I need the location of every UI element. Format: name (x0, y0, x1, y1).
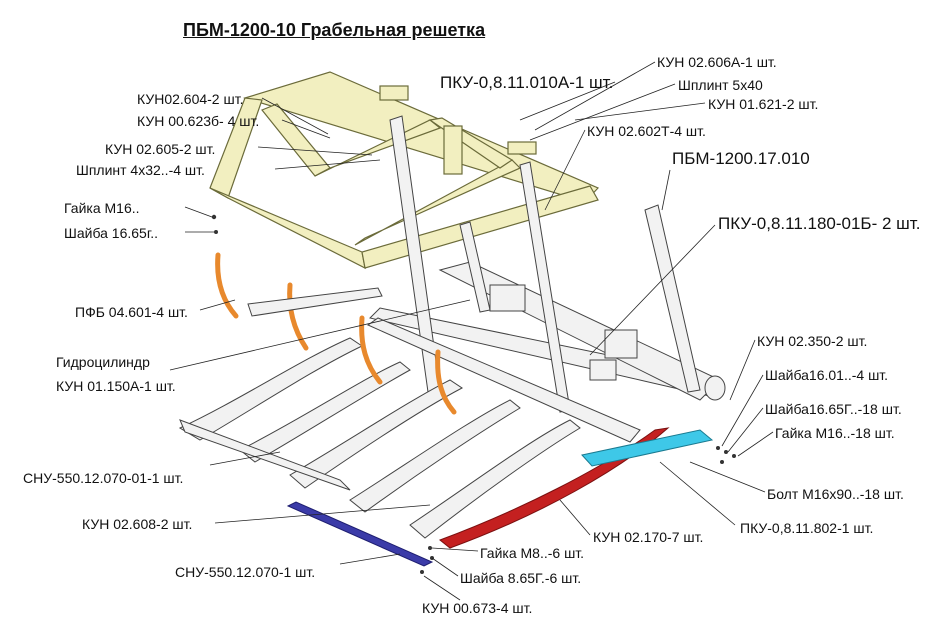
label-kun-02-605: КУН 02.605-2 шт. (105, 141, 216, 157)
label-bolt-m16x90: Болт М16х90..-18 шт. (767, 486, 904, 502)
label-gidro-1: Гидроцилиндр (56, 354, 150, 370)
leader-kun-02-604 (261, 97, 329, 135)
leader-kun-02-602t (544, 129, 586, 211)
frame-bracket (443, 125, 463, 175)
label-pku-8-11-010a: ПКУ-0,8.11.010А-1 шт. (440, 73, 614, 92)
leader-kun-02-350 (729, 339, 756, 401)
upright-right (644, 204, 701, 393)
leader-snu-550-01 (209, 451, 281, 466)
label-kun-00-673: КУН 00.673-4 шт. (422, 600, 533, 616)
hw-dot-1 (716, 446, 720, 450)
label-pku-8-11-180: ПКУ-0,8.11.180-01Б- 2 шт. (718, 214, 921, 233)
leader-gaika-m16 (184, 206, 213, 218)
frame-lug-2 (507, 141, 537, 155)
leader-gaika-m16-18 (737, 431, 774, 457)
leader-kun-01-621 (574, 102, 706, 121)
label-snu-550: СНУ-550.12.070-1 шт. (175, 564, 316, 580)
label-gaika-m16-18: Гайка М16..-18 шт. (775, 425, 895, 441)
label-shplint-5x40: Шплинт 5х40 (678, 77, 763, 93)
main-tube-end (704, 375, 726, 401)
rake-tine-4 (349, 399, 521, 513)
leader-pbm-1200-17-010 (661, 169, 671, 211)
label-gaika-m8: Гайка М8..-6 шт. (480, 545, 585, 561)
leader-shaiba-16-01 (721, 374, 764, 447)
label-snu-550-01: СНУ-550.12.070-01-1 шт. (23, 470, 184, 486)
leader-kun-02-605 (257, 146, 373, 156)
leader-pku-8-11-010a (519, 81, 616, 121)
frame-lug-1 (379, 85, 409, 101)
cylinder-mount-2 (604, 329, 638, 359)
hw-dot-4 (720, 460, 724, 464)
label-pku-8-11-802: ПКУ-0,8.11.802-1 шт. (740, 520, 874, 536)
leader-kun-00-673 (423, 575, 461, 601)
lower-cross-bar (366, 317, 641, 443)
cylinder-mount-3 (589, 359, 617, 381)
hw-dot-3 (732, 454, 736, 458)
label-kun-02-602t: КУН 02.602Т-4 шт. (587, 123, 706, 139)
label-kun-01-621: КУН 01.621-2 шт. (708, 96, 819, 112)
rake-tine-5 (409, 419, 581, 539)
label-kun-02-170: КУН 02.170-7 шт. (593, 529, 704, 545)
cylinder-mount-1 (489, 284, 526, 312)
leader-shaiba-16-65-18 (727, 407, 764, 453)
orange-tine-1 (215, 252, 239, 319)
leader-kun-02-606a (534, 61, 656, 131)
nut-m16-dot (211, 214, 217, 220)
leader-shplint-4x32 (274, 159, 381, 170)
orange-tine-2 (287, 282, 309, 351)
rake-tine-3 (289, 379, 463, 489)
label-pbm-1200-17-010: ПБМ-1200.17.010 (672, 149, 810, 168)
hw-dot-7 (420, 570, 424, 574)
yellow-upper-frame (209, 71, 600, 270)
orange-tines (215, 252, 457, 415)
label-kun-02-606a: КУН 02.606А-1 шт. (657, 54, 777, 70)
frame-front-beam (209, 187, 366, 270)
label-kun-02-350: КУН 02.350-2 шт. (757, 333, 868, 349)
label-kun-02-604: КУН02.604-2 шт. (137, 91, 244, 107)
diagram-title: ПБМ-1200-10 Грабельная решетка (183, 20, 486, 40)
leader-kun-00-623b (281, 119, 331, 139)
label-kun-02-608: КУН 02.608-2 шт. (82, 516, 193, 532)
frame-right-beam (361, 185, 599, 269)
label-shaiba-16-01: Шайба16.01..-4 шт. (765, 367, 889, 383)
frame-cross-beam-2 (314, 119, 442, 177)
blue-bar-snu-550 (286, 501, 434, 567)
label-gaika-m16: Гайка М16.. (64, 200, 140, 216)
rake-tine-2 (239, 361, 411, 463)
label-shaiba-16-65: Шайба 16.65г.. (64, 225, 159, 241)
leader-bolt-m16x90 (689, 461, 766, 493)
label-shplint-4x32: Шплинт 4х32..-4 шт. (76, 162, 205, 178)
rake-tines (178, 337, 581, 539)
leader-lines (169, 61, 774, 601)
hw-dot-5 (428, 546, 432, 550)
orange-tine-4 (435, 349, 457, 415)
leader-pku-8-11-802 (659, 461, 736, 526)
rake-tine-1 (178, 337, 364, 441)
pku-blade (247, 287, 383, 317)
leader-gaika-m8 (431, 547, 479, 552)
cyan-part-pku-802 (581, 429, 714, 467)
gray-main-frame (366, 115, 726, 443)
label-shaiba-8-65: Шайба 8.65Г.-6 шт. (460, 570, 582, 586)
leader-snu-550 (339, 553, 401, 565)
label-kun-00-623b: КУН 00.623б- 4 шт. (137, 113, 260, 129)
leader-kun-02-170 (559, 499, 591, 536)
label-gidro-2: КУН 01.150А-1 шт. (56, 378, 176, 394)
leader-shplint-5x40 (529, 83, 676, 141)
washer-16-dot (214, 230, 218, 234)
red-part-kun-02-170 (439, 427, 670, 549)
leader-shaiba-8-65 (431, 557, 459, 577)
leader-pku-8-11-180 (589, 224, 716, 356)
leader-pfb-04-601 (199, 299, 236, 311)
label-shaiba-16-65-18: Шайба16.65Г..-18 шт. (765, 401, 902, 417)
hw-dot-2 (724, 450, 728, 454)
leader-kun-02-608 (214, 504, 431, 524)
leader-gidro (169, 299, 471, 371)
label-pfb-04-601: ПФБ 04.601-4 шт. (75, 304, 188, 320)
